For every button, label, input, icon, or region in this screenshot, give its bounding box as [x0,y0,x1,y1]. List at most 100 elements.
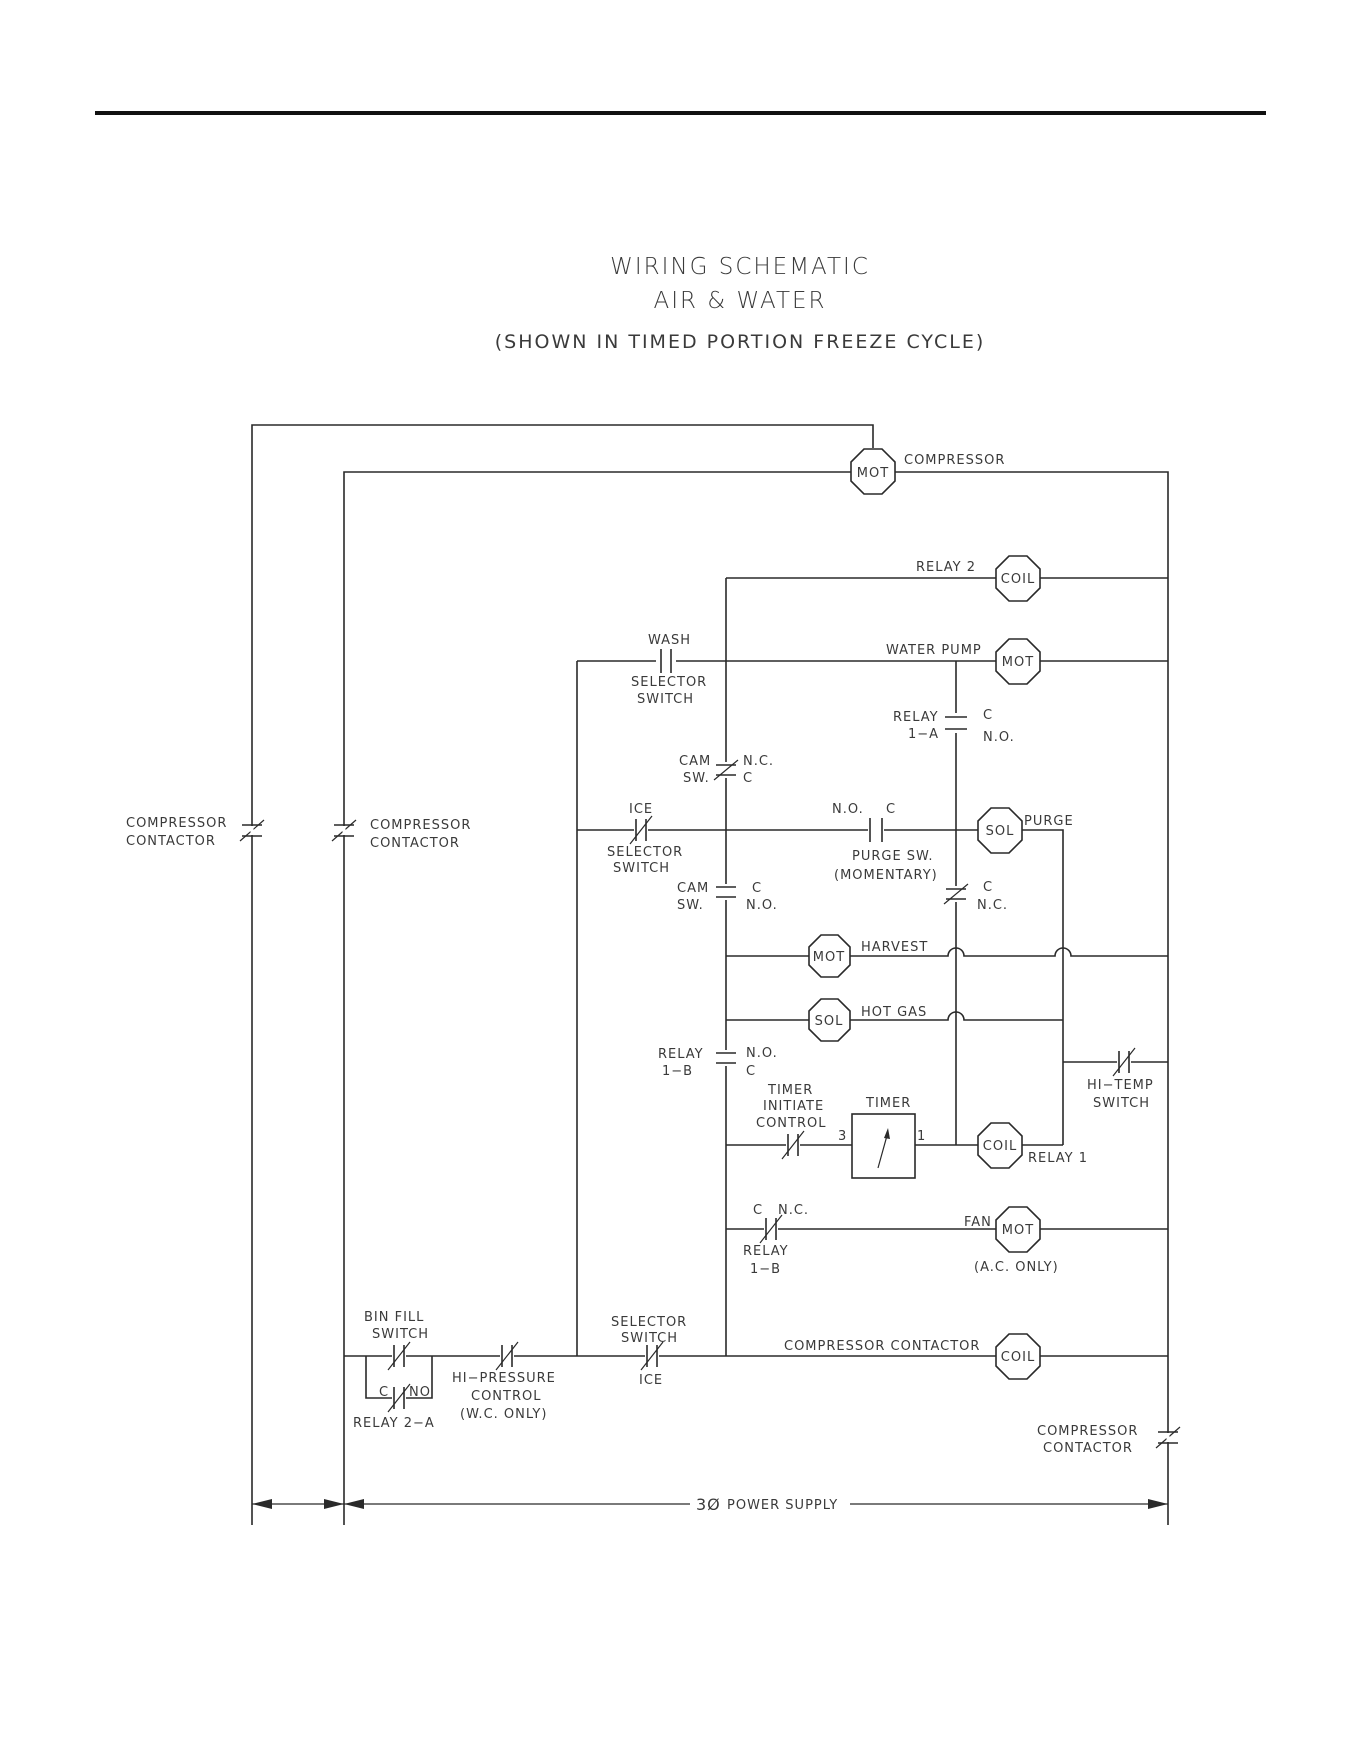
relay-1a-contact [945,713,967,733]
cam-switch-nc [713,759,739,781]
relay-1a-no-label: N.O. [983,730,1015,745]
fan-nc-label: N.C. [778,1203,809,1218]
title-line-1: WIRING SCHEMATIC [610,254,870,280]
svg-text:MOT: MOT [1002,1223,1034,1238]
cam-sw-upper-cam: CAM [679,754,711,769]
relay-2-coil-symbol: COIL [995,555,1041,602]
compressor-label: COMPRESSOR [904,453,1005,468]
relay-1a-id-label: 1−A [908,727,939,742]
component-symbols: MOT COIL MOT SOL MOT SOL COIL MOT [808,448,1041,1380]
hi-temp-switch-label: SWITCH [1093,1096,1150,1111]
hi-temp-label: HI−TEMP [1087,1078,1154,1093]
compressor-contactor-coil-label: COMPRESSOR CONTACTOR [784,1339,980,1354]
timer-terminal-3: 3 [838,1129,847,1144]
cam-sw-lower-sw: SW. [677,898,704,913]
svg-text:COIL: COIL [1001,1350,1035,1365]
right-compressor-label: COMPRESSOR [1037,1424,1138,1439]
wash-selector-switch [656,649,676,673]
bin-fill-label: BIN FILL [364,1310,424,1325]
title-line-3: (SHOWN IN TIMED PORTION FREEZE CYCLE) [495,331,986,353]
compressor-contactor-coil-symbol: COIL [995,1333,1041,1380]
water-pump-motor-symbol: MOT [995,638,1041,685]
svg-text:COIL: COIL [983,1139,1017,1154]
purge-sw-label: PURGE SW. [852,849,934,864]
relay-1b-no-label: N.O. [746,1046,778,1061]
relay1-nc-nc-label: N.C. [977,898,1008,913]
svg-text:MOT: MOT [1002,655,1034,670]
bottom-switch-label: SWITCH [621,1331,678,1346]
hi-temp-switch [1112,1047,1136,1077]
compressor-contactor-right [1155,1426,1181,1449]
cam-sw-upper-nc: N.C. [743,754,774,769]
left-outer-compressor-label: COMPRESSOR [126,816,227,831]
relay-1b-fan-contact [759,1214,783,1244]
left-inner-contactor-label: CONTACTOR [370,836,460,851]
compressor-motor-symbol: MOT [850,448,896,495]
hi-pressure-control [495,1341,519,1371]
wash-label: WASH [648,633,691,648]
schematic-labels: COMPRESSOR RELAY 2 WATER PUMP WASH SELEC… [126,453,1154,1456]
purge-c-label: C [886,802,896,817]
bottom-ice-label: ICE [639,1373,663,1388]
purge-label: PURGE [1024,814,1074,829]
wash-switch-label: SWITCH [637,692,694,707]
cam-sw-lower-no: N.O. [746,898,778,913]
bin-fill-switch [387,1341,411,1371]
svg-text:COIL: COIL [1001,572,1035,587]
harvest-motor-symbol: MOT [808,934,851,978]
cam-sw-lower-cam: CAM [677,881,709,896]
svg-text:SOL: SOL [815,1014,844,1029]
relay-2a-contact [387,1383,411,1413]
cam-sw-upper-sw: SW. [683,771,710,786]
relay-2-label: RELAY 2 [916,560,976,575]
relay-1-nc-contact [943,883,969,905]
relay-1a-c-label: C [983,708,993,723]
water-pump-label: WATER PUMP [886,643,982,658]
relay-1b-contact [716,1050,736,1066]
ice-label: ICE [629,802,653,817]
left-inner-compressor-label: COMPRESSOR [370,818,471,833]
cam-sw-lower-c: C [752,881,762,896]
power-supply-indicator: 3Ø POWER SUPPLY [252,1495,1168,1514]
relay-1-coil-symbol: COIL [977,1122,1023,1169]
hi-pressure-label: HI−PRESSURE [452,1371,556,1386]
power-supply-label: POWER SUPPLY [727,1498,838,1513]
relay-1a-relay-label: RELAY [893,710,939,725]
hot-gas-solenoid-symbol: SOL [808,998,851,1042]
ice-switch-label: SWITCH [613,861,670,876]
contacts [239,649,1181,1449]
fan-relay-label: RELAY [743,1244,789,1259]
harvest-label: HARVEST [861,940,928,955]
bin-fill-switch-label: SWITCH [372,1327,429,1342]
ac-only-label: (A.C. ONLY) [974,1260,1059,1275]
relay-1b-relay-label: RELAY [658,1047,704,1062]
cam-sw-upper-c: C [743,771,753,786]
right-contactor-label: CONTACTOR [1043,1441,1133,1456]
svg-text:SOL: SOL [986,824,1015,839]
svg-text:MOT: MOT [813,950,845,965]
relay-2a-no-label: NO [409,1385,431,1400]
fan-relay-id-label: 1−B [750,1262,781,1277]
hot-gas-label: HOT GAS [861,1005,927,1020]
fan-c-label: C [753,1203,763,1218]
title-line-2: AIR & WATER [653,288,826,314]
fan-label: FAN [964,1215,992,1230]
purge-switch [868,818,884,842]
timer-initiate-control [781,1130,805,1160]
relay-1b-c-label: C [746,1064,756,1079]
timer-initiate-control: CONTROL [756,1116,826,1131]
purge-solenoid-symbol: SOL [977,807,1023,854]
timer-initiate-timer: TIMER [767,1083,813,1098]
relay-2a-c-label: C [379,1385,389,1400]
cam-switch-no [716,884,736,900]
hi-pressure-control-label: CONTROL [471,1389,541,1404]
power-phase-label: 3Ø [696,1495,721,1514]
relay1-nc-c-label: C [983,880,993,895]
timer-symbol [851,1113,916,1179]
timer-box-label: TIMER [865,1096,911,1111]
timer-terminal-1: 1 [917,1129,926,1144]
momentary-label: (MOMENTARY) [834,868,938,883]
selector-switch-ice-bottom [640,1341,664,1371]
timer-initiate-initiate: INITIATE [763,1099,824,1114]
wash-selector-label: SELECTOR [631,675,707,690]
